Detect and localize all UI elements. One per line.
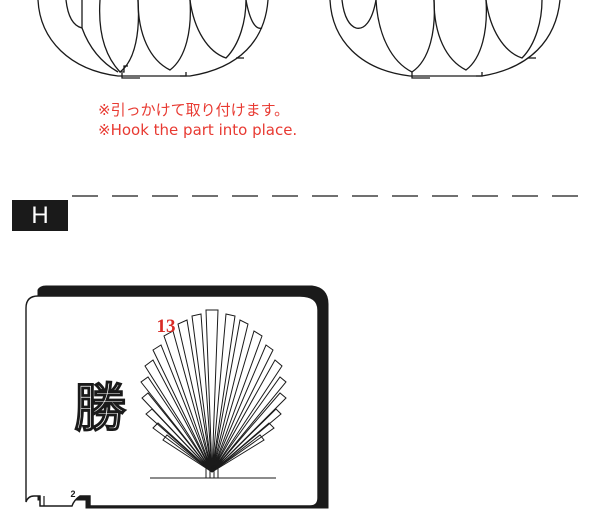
section-divider-dashed-line bbox=[72, 195, 591, 197]
part-number: 13 bbox=[157, 316, 176, 337]
section-label: H bbox=[12, 200, 68, 231]
tab-number: 2 bbox=[70, 489, 75, 499]
note-japanese: ※引っかけて取り付けます。 bbox=[98, 101, 290, 119]
fan-shell-design bbox=[140, 309, 287, 478]
left-dome-illustration bbox=[37, 0, 269, 79]
note-english: ※Hook the part into place. bbox=[98, 121, 298, 139]
part-card-illustration: 13 勝 2 bbox=[25, 285, 329, 509]
assembly-notes: ※引っかけて取り付けます。 ※Hook the part into place. bbox=[98, 100, 297, 140]
card-front bbox=[25, 295, 319, 507]
dome-assembly-figure bbox=[37, 0, 561, 79]
kanji-character: 勝 bbox=[74, 379, 127, 439]
right-dome-illustration bbox=[329, 0, 561, 79]
